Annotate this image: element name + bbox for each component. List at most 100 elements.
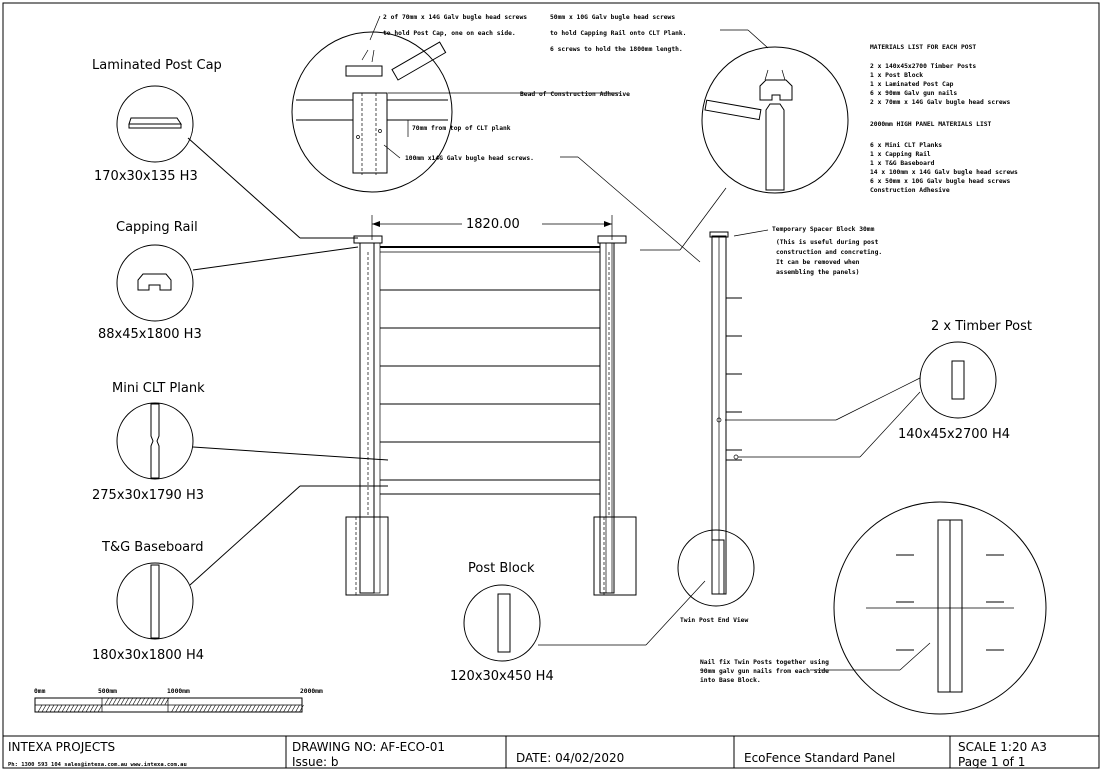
scale-hatch-2 <box>283 704 288 713</box>
scale-hatch-2 <box>219 704 224 713</box>
scale-hatch-2 <box>183 704 188 713</box>
scale-bar: 0mm 500mm 1000mm 2000mm <box>34 688 323 713</box>
svg-text:assembling the panels): assembling the panels) <box>776 268 859 276</box>
scale-hatch-2 <box>275 704 280 713</box>
scale-hatch-2 <box>203 704 208 713</box>
issue: Issue: b <box>292 755 339 769</box>
scale-hatch-2 <box>239 704 244 713</box>
scale-hatch-1 <box>144 697 150 706</box>
svg-text:to hold Capping Rail onto CLT: to hold Capping Rail onto CLT Plank. <box>550 29 686 37</box>
svg-text:Construction Adhesive: Construction Adhesive <box>870 186 950 194</box>
drawing-date: DATE: 04/02/2020 <box>516 751 624 765</box>
scale-hatch-2 <box>299 704 304 713</box>
mini-clt-size: 275x30x1790 H3 <box>92 488 204 503</box>
drawing-name: EcoFence Standard Panel <box>744 751 895 765</box>
scale-hatch-2 <box>223 704 228 713</box>
scale-hatch-0 <box>69 704 75 713</box>
scale-hatch-2 <box>231 704 236 713</box>
timber-post-title: 2 x Timber Post <box>931 319 1032 334</box>
scale-hatch-2 <box>279 704 284 713</box>
post-materials-title: MATERIALS LIST FOR EACH POST <box>870 44 976 51</box>
scale-hatch-0 <box>73 704 79 713</box>
end-view-label: Twin Post End View <box>680 616 748 624</box>
svg-text:50mm x 10G Galv bugle head scr: 50mm x 10G Galv bugle head screws <box>550 14 675 21</box>
detail-capping-rail: 50mm x 10G Galv bugle head screws to hol… <box>550 14 849 251</box>
svg-text:Bead of Construction Adhesive: Bead of Construction Adhesive <box>520 90 630 98</box>
scale-hatch-1 <box>148 697 154 706</box>
scale-hatch-2 <box>187 704 192 713</box>
scale-hatch-1 <box>140 697 146 706</box>
scale-hatch-0 <box>93 704 99 713</box>
scale-hatch-1 <box>124 697 130 706</box>
scale-hatch-2 <box>227 704 232 713</box>
svg-text:14 x 100mm x 14G Galv bugle he: 14 x 100mm x 14G Galv bugle head screws <box>870 169 1018 176</box>
svg-text:6 x 50mm x 10G Galv bugle hea: 6 x 50mm x 10G Galv bugle head screws <box>870 178 1010 185</box>
scale-hatch-2 <box>243 704 248 713</box>
scale-hatch-1 <box>152 697 158 706</box>
svg-text:1 x T&G Baseboard: 1 x T&G Baseboard <box>870 160 935 167</box>
title-block: INTEXA PROJECTS Ph: 1300 593 104 sales@i… <box>3 735 1099 769</box>
scale-hatch-0 <box>41 704 47 713</box>
svg-text:1 x Laminated Post Cap: 1 x Laminated Post Cap <box>870 80 954 88</box>
svg-text:into Base Block.: into Base Block. <box>700 676 761 684</box>
svg-text:90mm galv gun nails from each: 90mm galv gun nails from each side <box>700 667 829 675</box>
scale-hatch-2 <box>199 704 204 713</box>
svg-text:It can be removed when: It can be removed when <box>776 259 860 266</box>
scale-hatch-1 <box>132 697 138 706</box>
callout-mini-clt: Mini CLT Plank 275x30x1790 H3 <box>92 381 389 503</box>
callout-timber-post: 2 x Timber Post 140x45x2700 H4 <box>725 319 1032 458</box>
scale-hatch-0 <box>61 704 67 713</box>
detail-post-cap: 2 of 70mm x 14G Galv bugle head screws t… <box>291 14 701 263</box>
scale-hatch-0 <box>57 704 63 713</box>
svg-text:construction and concreting.: construction and concreting. <box>776 248 882 256</box>
post-block-title: Post Block <box>468 561 535 576</box>
company-name: INTEXA PROJECTS <box>8 740 115 754</box>
svg-text:to hold Post Cap, one on each: to hold Post Cap, one on each side. <box>383 29 516 37</box>
scale-hatch-2 <box>263 704 268 713</box>
capping-rail-size: 88x45x1800 H3 <box>98 327 202 342</box>
scale-hatch-2 <box>171 704 176 713</box>
scale-hatch-0 <box>65 704 71 713</box>
scale-hatch-0 <box>77 704 83 713</box>
scale-hatch-2 <box>295 704 300 713</box>
drawing-scale: SCALE 1:20 A3 <box>958 740 1047 754</box>
scale-hatch-0 <box>81 704 87 713</box>
scale-hatch-2 <box>287 704 292 713</box>
svg-text:2 of 70mm x 14G Galv bugle hea: 2 of 70mm x 14G Galv bugle head screws <box>383 14 527 21</box>
scale-hatch-0 <box>89 704 95 713</box>
panel-width-dimension: 1820.00 <box>466 217 520 232</box>
scale-hatch-2 <box>195 704 200 713</box>
scale-label-2: 1000mm <box>167 688 190 695</box>
scale-hatch-1 <box>120 697 126 706</box>
scale-hatch-2 <box>259 704 264 713</box>
scale-hatch-0 <box>85 704 91 713</box>
side-elevation: Temporary Spacer Block 30mm (This is use… <box>709 226 882 595</box>
scale-hatch-2 <box>247 704 252 713</box>
timber-post-size: 140x45x2700 H4 <box>898 427 1010 442</box>
svg-text:Nail fix Twin Posts together u: Nail fix Twin Posts together using <box>700 658 829 666</box>
scale-hatch-2 <box>175 704 180 713</box>
post-block-size: 120x30x450 H4 <box>450 669 554 684</box>
scale-hatch-2 <box>207 704 212 713</box>
panel-materials-title: 2000mm HIGH PANEL MATERIALS LIST <box>870 121 992 128</box>
callout-post-cap: Laminated Post Cap 170x30x135 H3 <box>92 58 358 239</box>
scale-label-1: 500mm <box>98 688 117 695</box>
scale-hatch-2 <box>255 704 260 713</box>
scale-hatch-0 <box>49 704 55 713</box>
post-cap-size: 170x30x135 H3 <box>94 169 198 184</box>
mini-clt-title: Mini CLT Plank <box>112 381 205 396</box>
baseboard-title: T&G Baseboard <box>101 540 203 555</box>
baseboard-size: 180x30x1800 H4 <box>92 648 204 663</box>
scale-hatch-0 <box>45 704 51 713</box>
scale-hatch-1 <box>160 697 166 706</box>
scale-hatch-2 <box>235 704 240 713</box>
svg-text:70mm from top of CLT plank: 70mm from top of CLT plank <box>412 125 511 132</box>
materials-list: MATERIALS LIST FOR EACH POST 2 x 140x45x… <box>870 44 1018 194</box>
scale-hatch-0 <box>37 704 43 713</box>
callout-baseboard: T&G Baseboard 180x30x1800 H4 <box>92 485 388 663</box>
svg-text:1 x Post Block: 1 x Post Block <box>870 72 923 79</box>
scale-hatch-2 <box>291 704 296 713</box>
scale-hatch-1 <box>128 697 134 706</box>
scale-label-0: 0mm <box>34 688 46 695</box>
